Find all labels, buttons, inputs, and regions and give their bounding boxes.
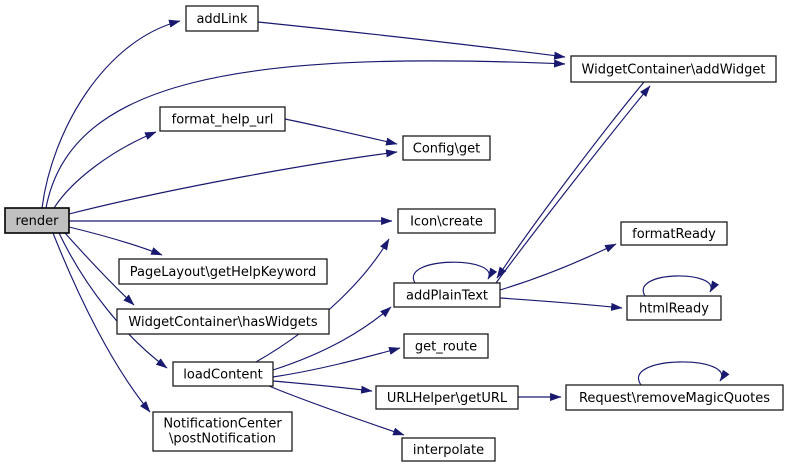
node-htmlready[interactable]: htmlReady [626,295,722,321]
node-label: loadContent [183,368,263,383]
edge-format-help-url-to-config-get [284,118,398,146]
edge-render-to-format-help-url [53,131,157,209]
node-loadcontent[interactable]: loadContent [172,361,274,387]
node-label: Request\removeMagicQuotes [579,391,770,406]
node-render: render [4,207,70,234]
node-label: WidgetContainer\addWidget [582,63,766,78]
edge-render-to-gethelpkeyword [68,226,163,256]
node-icon-create[interactable]: Icon\create [397,208,496,234]
node-formatready[interactable]: formatReady [620,221,728,246]
node-label: Config\get [413,142,480,157]
node-postnotification[interactable]: NotificationCenter\postNotification [152,411,293,452]
node-haswidgets[interactable]: WidgetContainer\hasWidgets [116,308,330,335]
node-label: render [16,214,60,229]
edge-addwidget-to-addplaintext [496,81,645,279]
node-label: WidgetContainer\hasWidgets [128,315,317,330]
edge-render-to-addwidget [45,59,566,209]
node-box[interactable] [620,221,728,246]
edge-render-to-config-get [68,149,398,215]
node-box [4,207,70,234]
edge-render-to-postnotification [52,232,151,413]
node-get-route[interactable]: get_route [403,333,489,359]
node-box[interactable] [401,437,496,462]
node-box[interactable] [116,308,330,335]
edge-render-to-haswidgets [64,232,135,306]
node-label: interpolate [413,443,484,458]
node-box[interactable] [393,282,501,308]
node-addwidget[interactable]: WidgetContainer\addWidget [570,55,777,83]
self-loop-removemagicquotes [637,361,730,386]
node-box[interactable] [626,295,722,321]
node-label: NotificationCenter [163,417,282,432]
node-box[interactable] [185,5,259,32]
node-label: htmlReady [639,302,709,317]
node-box[interactable] [397,208,496,234]
node-box[interactable] [172,361,274,387]
node-label: format_help_url [172,113,274,128]
edge-loadcontent-to-icon-create [255,238,390,363]
edge-addplaintext-to-formatready [499,243,617,291]
self-loop-htmlready [642,275,719,297]
edge-loadcontent-to-addplaintext [272,306,392,371]
node-label: URLHelper\getURL [387,391,508,406]
node-box[interactable] [570,55,777,83]
node-box[interactable] [403,333,489,359]
node-label: addLink [196,12,248,27]
node-urlhelper-geturl[interactable]: URLHelper\getURL [375,385,519,410]
edge-addlink-to-addwidget [257,21,566,60]
edge-render-to-loadcontent [58,232,168,369]
edge-render-to-addlink [41,19,181,209]
node-box[interactable] [565,384,784,411]
node-label: Icon\create [410,215,483,230]
node-label: formatReady [632,227,716,242]
edge-loadcontent-to-urlhelper-geturl [272,380,373,394]
node-box[interactable] [402,135,491,161]
node-box[interactable] [375,385,519,410]
node-config-get[interactable]: Config\get [402,135,491,161]
edge-loadcontent-to-get-route [272,347,401,378]
node-addplaintext[interactable]: addPlainText [393,282,501,308]
node-removemagicquotes[interactable]: Request\removeMagicQuotes [565,384,784,411]
node-interpolate[interactable]: interpolate [401,437,496,462]
node-box[interactable] [118,258,328,285]
node-box[interactable] [159,106,286,132]
edge-addplaintext-to-htmlready [499,297,623,311]
node-label: get_route [415,340,477,355]
node-box[interactable] [152,411,293,452]
node-label: PageLayout\getHelpKeyword [130,265,317,280]
node-addlink[interactable]: addLink [185,5,259,32]
node-label: \postNotification [169,432,276,447]
node-label: addPlainText [406,289,488,304]
node-gethelpkeyword[interactable]: PageLayout\getHelpKeyword [118,258,328,285]
edge-addplaintext-to-addwidget [495,85,651,284]
edge-loadcontent-to-interpolate [268,385,405,436]
self-loop-addplaintext [412,261,498,284]
node-format-help-url[interactable]: format_help_url [159,106,286,132]
